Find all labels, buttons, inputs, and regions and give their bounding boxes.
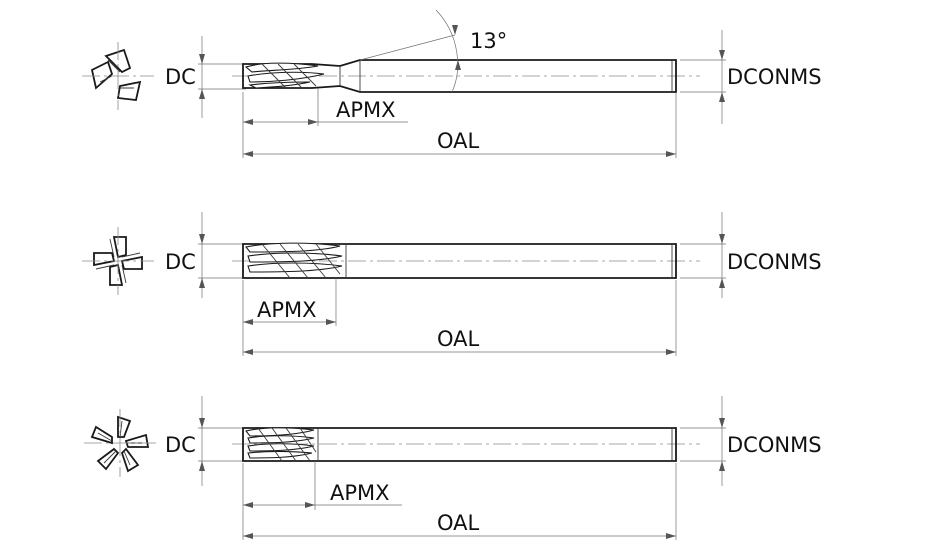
end-view-5-flute-icon [84,409,156,477]
apmx-label-2: APMX [257,298,317,322]
tool-3: DC DCONMS APMX OAL [84,396,822,540]
dconms-label-3: DCONMS [727,433,822,457]
flutes-2 [245,242,343,279]
end-view-4-flute-icon [82,227,154,295]
dc-label-2: DC [165,250,196,274]
oal-label-3: OAL [437,511,480,535]
end-view-3-flute-icon [82,42,154,110]
oal-label-2: OAL [437,327,480,351]
flutes-1 [244,62,325,89]
angle-label: 13° [470,29,507,53]
apmx-label-1: APMX [336,98,396,122]
tool-2: DC DCONMS APMX OAL [82,212,822,356]
oal-label-1: OAL [437,129,480,153]
flutes-3 [245,427,317,462]
dc-label-1: DC [165,65,196,89]
dc-label-3: DC [165,433,196,457]
tool-1: DC 13° DCONMS APMX [82,9,822,158]
dconms-label-1: DCONMS [727,65,822,89]
dconms-label-2: DCONMS [727,250,822,274]
apmx-label-3: APMX [330,481,390,505]
